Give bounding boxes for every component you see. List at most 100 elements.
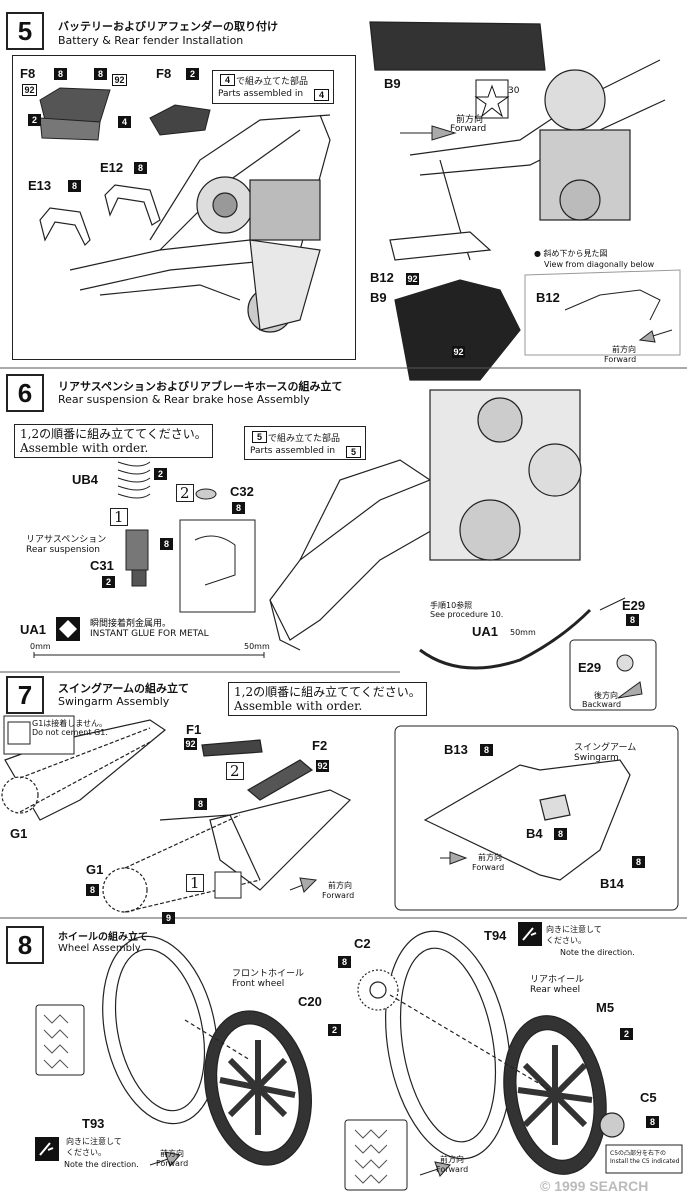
suspension-jp: リアサスペンション [26, 535, 107, 545]
step-6-number: 6 [6, 374, 44, 412]
code-8: 8 [160, 538, 173, 550]
code-92: 92 [316, 760, 329, 772]
step-5-title-en: Battery & Rear fender Installation [58, 34, 244, 47]
part-e12: E12 [100, 160, 124, 175]
code-8: 8 [68, 180, 81, 192]
code-8: 8 [54, 68, 67, 80]
step-6-title-en: Rear suspension & Rear brake hose Assemb… [58, 393, 310, 406]
procedure-jp: 手順10参照 [430, 601, 473, 610]
part-ua1: UA1 [20, 622, 47, 637]
code-8: 8 [632, 856, 645, 868]
forward-en: Forward [436, 1165, 469, 1174]
swingarm-jp: スイングアーム [574, 743, 637, 753]
part-t93: T93 [82, 1116, 105, 1131]
code-8: 8 [480, 744, 493, 756]
view-diagonal-jp: ● 斜め下から見た図 [534, 249, 608, 258]
rear-wheel-en: Rear wheel [530, 985, 581, 995]
code-8: 8 [626, 614, 639, 626]
c5-note-2: Install the C5 indicated [610, 1158, 680, 1165]
code-8: 8 [194, 798, 207, 810]
order-en: Assemble with order. [234, 699, 363, 713]
code-8: 8 [86, 884, 99, 896]
step-8-drawing [102, 930, 625, 1175]
watermark: © 1999 SEARCH [540, 1178, 649, 1194]
forward-en: Forward [450, 124, 487, 134]
part-c32: C32 [230, 484, 254, 499]
code-92: 92 [184, 738, 197, 750]
assembly-order-note-7: 1,2の順番に組み立ててください。 Assemble with order. [228, 682, 427, 716]
front-wheel-jp: フロントホイール [232, 969, 305, 979]
assembled-en: Parts assembled in [218, 89, 304, 99]
code-30: 30 [508, 86, 520, 96]
forward-en: Forward [604, 355, 637, 364]
part-e29: E29 [622, 598, 646, 613]
view-diagonal-en: View from diagonally below [544, 260, 655, 269]
code-2: 2 [154, 468, 167, 480]
assembled-jp: で組み立てた部品 [236, 77, 309, 87]
part-b9: B9 [370, 290, 387, 305]
battery-part [39, 87, 211, 141]
forward-jp: 前方向 [440, 1155, 464, 1164]
code-8: 8 [646, 1116, 659, 1128]
code-2: 2 [102, 576, 115, 588]
order-1-marker: 1 [186, 874, 204, 892]
code-2: 2 [28, 114, 41, 126]
code-2: 2 [328, 1024, 341, 1036]
code-2: 2 [620, 1028, 633, 1040]
forward-en: Forward [156, 1159, 189, 1168]
part-b12: B12 [370, 270, 394, 285]
step-5-frame-drawing [69, 114, 331, 333]
forward-jp: 前方向 [456, 115, 484, 125]
direction-jp: 向きに注意して [546, 925, 602, 934]
assembled-jp: で組み立てた部品 [268, 434, 341, 444]
backward-en: Backward [582, 700, 622, 709]
code-8: 8 [94, 68, 107, 80]
assembly-order-note-6: 1,2の順番に組み立ててください。 Assemble with order. [14, 424, 213, 458]
forward-en: Forward [472, 863, 505, 872]
forward-en: Forward [322, 891, 355, 900]
code-8: 8 [554, 828, 567, 840]
code-92: 92 [112, 74, 127, 86]
front-wheel-en: Front wheel [232, 979, 285, 989]
part-f8-right: F8 [156, 66, 172, 81]
assembled-en: Parts assembled in [250, 446, 336, 456]
scale-start: 0mm [30, 642, 51, 651]
part-f1: F1 [186, 722, 202, 737]
part-g1-left: G1 [10, 826, 28, 841]
scale-end: 50mm [244, 642, 270, 651]
step-5-title-jp: バッテリーおよびリアフェンダーの取り付け [58, 20, 278, 33]
forward-jp: 前方向 [478, 853, 502, 862]
step-6-title-jp: リアサスペンションおよびリアブレーキホースの組み立て [58, 380, 343, 393]
code-9: 9 [162, 912, 175, 924]
part-f8-left: F8 [20, 66, 36, 81]
c5-note-1: C5の凸部分を右下の [610, 1150, 667, 1157]
swingarm-en: Swingarm [574, 753, 619, 763]
code-2: 2 [186, 68, 199, 80]
part-f2: F2 [312, 738, 328, 753]
code-8: 8 [232, 502, 245, 514]
step-8-number: 8 [6, 926, 44, 964]
step-7-title-jp: スイングアームの組み立て [58, 682, 190, 695]
step-6-drawing [269, 389, 582, 651]
order-1-marker: 1 [110, 508, 128, 526]
step-8-title-jp: ホイールの組み立て [58, 932, 148, 943]
suspension-en: Rear suspension [26, 545, 100, 555]
part-b12-detail: B12 [536, 290, 560, 305]
part-b9-top: B9 [384, 76, 401, 91]
assembled-num: 4 [314, 89, 329, 101]
code-4: 4 [118, 116, 131, 128]
no-cement-jp: G1は接着しません。 [32, 719, 108, 728]
step-8-title-en: Wheel Assembly [58, 943, 141, 954]
order-jp: 1,2の順番に組み立ててください。 [234, 685, 421, 699]
forward-jp: 前方向 [160, 1149, 184, 1158]
code-92: 92 [406, 273, 419, 285]
part-e29-detail: E29 [578, 660, 602, 675]
backward-jp: 後方向 [594, 691, 618, 700]
assembled-num: 5 [346, 446, 361, 458]
part-ub4: UB4 [72, 472, 99, 487]
step-7-number: 7 [6, 676, 44, 714]
hose-length: 50mm [510, 628, 536, 637]
step-5-right-drawing [369, 21, 666, 381]
procedure-en: See procedure 10. [430, 610, 504, 619]
